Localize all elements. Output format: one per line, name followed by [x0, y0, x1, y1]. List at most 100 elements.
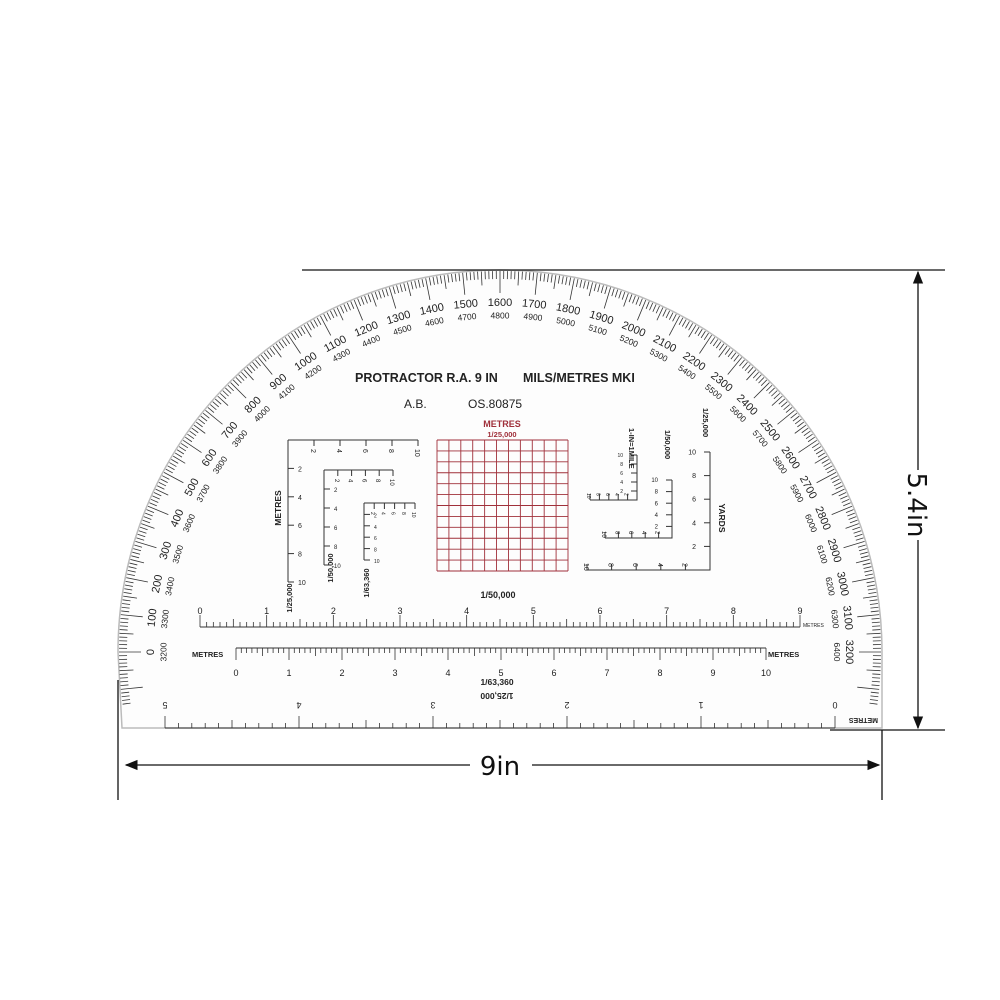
mil-tick [860, 555, 869, 559]
mil-tick [870, 691, 879, 694]
mil-tick [539, 273, 542, 282]
mil-tick [628, 294, 633, 303]
mil-tick [771, 395, 783, 406]
mil-tick [830, 475, 838, 480]
ruler-label: 9 [797, 606, 802, 616]
mil-tick [480, 271, 483, 286]
mil-tick [443, 275, 447, 290]
mil-tick [871, 680, 880, 683]
mil-tick [823, 462, 831, 467]
width-dimension-label: 9in [480, 752, 520, 782]
mil-tick [797, 421, 805, 428]
mil-tick [739, 359, 745, 367]
mil-tick [316, 317, 322, 325]
mil-tick [709, 337, 716, 345]
mil-tick [350, 301, 355, 309]
mil-tick [158, 482, 167, 487]
mil-tick [855, 559, 870, 564]
mil-tick [202, 412, 210, 419]
mil-tick [425, 278, 431, 300]
mil-tick [120, 617, 129, 620]
mil-tick [217, 395, 229, 406]
romer-tick-label: 2 [334, 488, 338, 494]
mil-tick [185, 436, 193, 443]
mil-tick [869, 699, 878, 701]
mil-tick [866, 632, 881, 635]
mil-tick [219, 393, 227, 400]
mil-tick [145, 512, 153, 517]
mil-tick [632, 295, 636, 304]
romer-tick-label: 8 [374, 548, 377, 554]
mil-tick [451, 274, 453, 283]
mil-tick [227, 384, 234, 392]
mil-tick [792, 415, 800, 422]
mil-tick [132, 551, 141, 555]
mil-tick [637, 299, 647, 321]
mil-tick [198, 418, 206, 425]
mil-tick [685, 321, 690, 329]
mil-label-outer: 3000 [834, 571, 851, 597]
mil-tick [758, 377, 765, 384]
mil-tick [232, 379, 240, 386]
mil-tick [614, 289, 619, 298]
mil-tick [191, 427, 199, 434]
romer-tick-label: 4 [374, 525, 377, 531]
mil-tick [866, 580, 875, 584]
mil-tick [744, 364, 751, 372]
mil-tick [371, 293, 377, 307]
romer-tick-label: 6 [298, 523, 302, 530]
right-romer-scales [586, 451, 711, 571]
mil-tick [152, 495, 160, 500]
romer-tick-label: 10 [374, 559, 380, 565]
romer-tick-label: 2 [333, 479, 339, 483]
mil-tick [603, 287, 611, 309]
romer-tick-label: 10 [617, 453, 623, 459]
mil-tick [593, 283, 597, 292]
mil-tick [681, 319, 687, 327]
mil-tick [306, 323, 312, 331]
mil-tick [353, 299, 363, 321]
mil-tick [747, 366, 754, 374]
mil-tick [421, 278, 425, 287]
mil-tick [870, 606, 879, 609]
mil-tick [597, 284, 601, 293]
ruler-label: 8 [657, 668, 662, 678]
mil-tick [543, 273, 546, 282]
mil-tick [272, 345, 282, 358]
mil-tick [212, 401, 220, 408]
mil-tick [135, 541, 157, 549]
mil-tick [165, 468, 173, 474]
mil-tick [868, 592, 877, 595]
mil-tick [300, 326, 306, 335]
mil-tick [180, 443, 189, 449]
mil-tick [635, 297, 640, 305]
mil-tick [143, 516, 152, 520]
mil-tick [760, 379, 768, 386]
dimension-lines [117, 269, 945, 800]
mil-tick [169, 462, 177, 467]
mil-tick [142, 519, 151, 524]
mil-tick [871, 684, 880, 687]
mil-tick [579, 279, 583, 288]
romer-tick-label: 2 [309, 449, 316, 453]
mil-tick [238, 374, 245, 381]
mil-tick [310, 321, 315, 329]
mil-tick [176, 449, 185, 455]
ruler-label: 8 [731, 606, 736, 616]
mil-tick [672, 314, 677, 322]
mil-tick [123, 595, 138, 599]
romer-tick-label: 4 [620, 480, 623, 486]
mil-tick [392, 286, 396, 295]
romer-tick-label: 4 [379, 512, 385, 515]
protractor-units-title: MILS/METRES MKI [523, 371, 635, 385]
ruler-label: 0 [233, 668, 238, 678]
mil-label-inner: 4900 [523, 311, 543, 323]
romer-tick-label: 6 [334, 526, 338, 532]
mil-tick [323, 314, 328, 322]
mil-tick [655, 305, 660, 314]
mil-tick [833, 482, 842, 487]
mil-tick [235, 377, 242, 384]
mil-tick [773, 393, 781, 400]
mil-tick [611, 288, 615, 297]
romer-tick-label: 10 [388, 479, 394, 486]
